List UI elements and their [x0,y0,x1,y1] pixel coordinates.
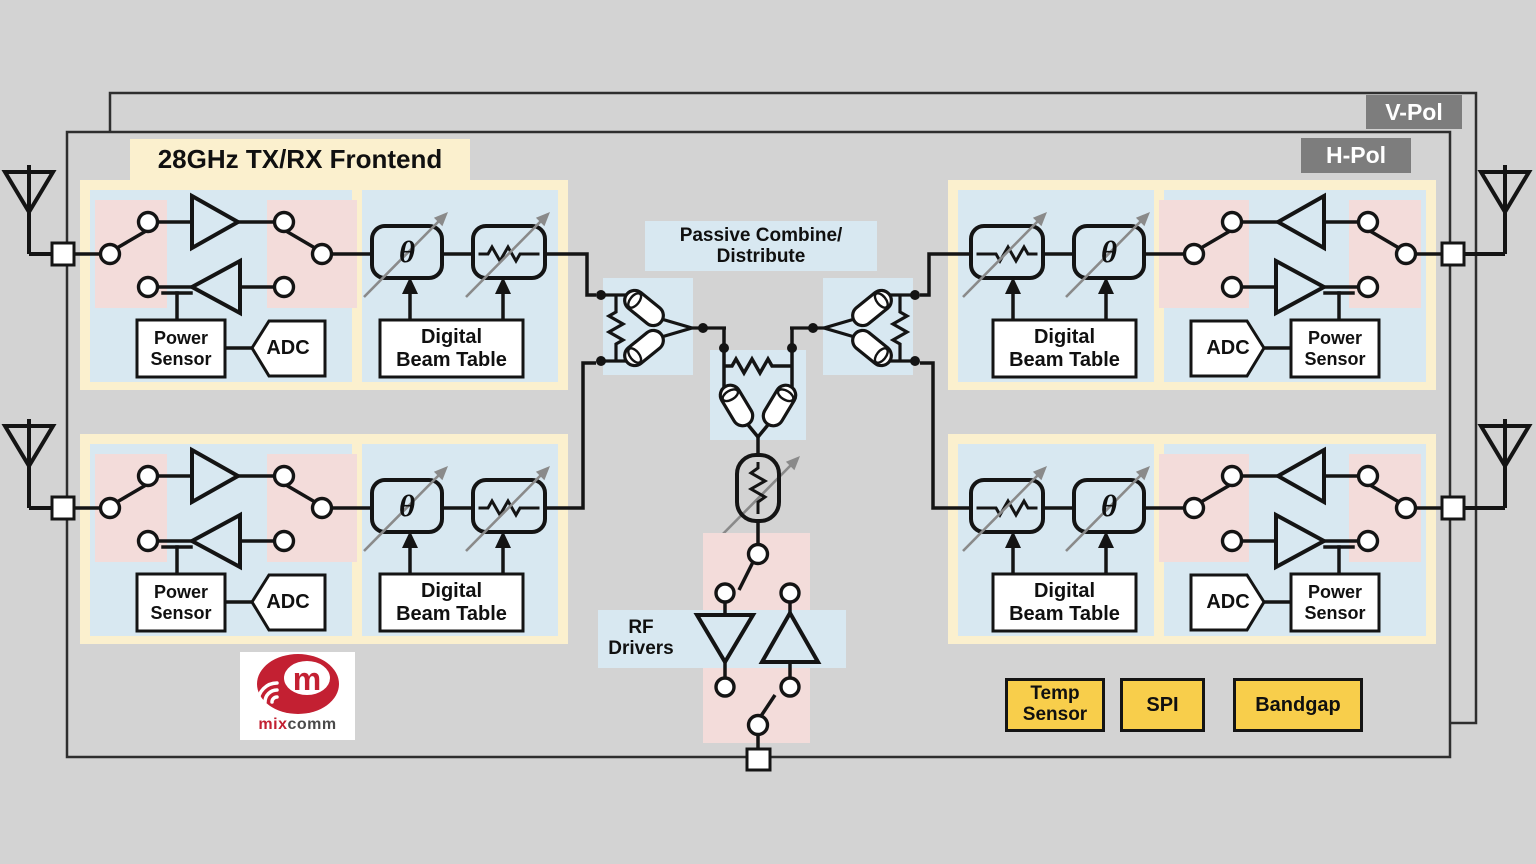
rf-interconnects [545,252,971,510]
phase-shifter-label: θ [398,233,416,269]
page-title: 28GHz TX/RX Frontend [130,139,470,181]
passive-combine-line1: Passive Combine/ [679,224,843,246]
adc-label: ADC [266,591,310,614]
antenna-icon-bottom-left [3,417,55,510]
mixcomm-logo-mark: m [255,654,339,714]
rx-driver-amplifier-icon [693,613,757,666]
mixcomm-logo-text: mixcomm [258,716,337,733]
digital-beam-table-label: Digital Beam Table [396,580,507,625]
phase-shifter-label: θ [398,487,416,523]
power-sensor-label: Power Sensor [1304,328,1366,369]
temp-sensor-block: Temp Sensor [1005,678,1105,732]
digital-beam-table-label: Digital Beam Table [1009,326,1120,371]
mixcomm-logo: m mixcomm [240,652,355,740]
rf-drivers-label: RF Drivers [581,613,701,663]
wilkinson-combiner-center [710,328,806,456]
antenna-icon-bottom-right [1479,417,1531,510]
power-sensor-label: Power Sensor [1304,582,1366,623]
rf-drivers-line1: RF [628,616,654,638]
rf-driver-chain [693,453,822,772]
power-sensor-label: Power Sensor [150,328,212,369]
tab-v-pol: V-Pol [1366,95,1462,129]
power-sensor-label: Power Sensor [150,582,212,623]
antenna-icon-top-right [1479,163,1531,256]
antenna-icon-top-left [3,163,55,256]
rf-drivers-line2: Drivers [608,638,674,659]
digital-beam-table-label: Digital Beam Table [396,326,507,371]
tab-h-pol: H-Pol [1301,138,1411,173]
passive-combine-line2: Distribute [716,246,806,267]
adc-label: ADC [1206,591,1250,614]
phase-shifter-label: θ [1100,487,1118,523]
svg-text:m: m [292,661,320,697]
tx-driver-amplifier-icon [758,608,822,664]
antennas [3,163,1531,510]
spi-block: SPI [1120,678,1205,732]
common-rf-port [745,747,772,772]
digital-beam-table-label: Digital Beam Table [1009,580,1120,625]
adc-label: ADC [1206,337,1250,360]
bandgap-block: Bandgap [1233,678,1363,732]
adc-label: ADC [266,337,310,360]
passive-combine-label: Passive Combine/ Distribute [645,221,877,271]
phase-shifter-label: θ [1100,233,1118,269]
